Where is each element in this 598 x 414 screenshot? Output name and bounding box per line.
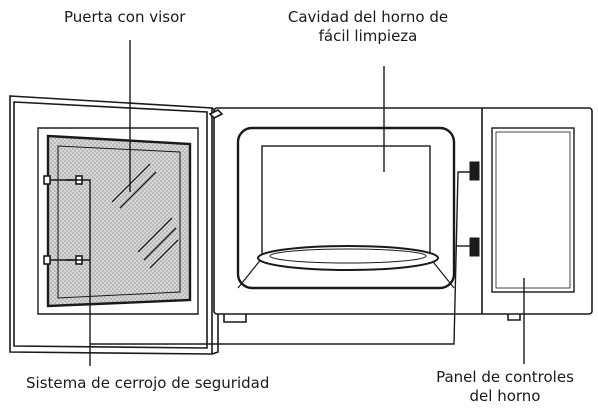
leader-lines	[66, 40, 525, 366]
door-viewing-window	[46, 134, 192, 308]
oven-body	[208, 107, 593, 323]
label-cavity-line2: fácil limpieza	[318, 27, 418, 45]
label-panel-line2: del horno	[469, 387, 541, 405]
turntable	[257, 245, 439, 271]
label-panel-line1: Panel de controles	[436, 368, 574, 386]
safety-lock-receptacles	[469, 161, 480, 257]
label-control-panel: Panel de controles del horno	[420, 368, 590, 406]
label-cavity: Cavidad del horno de fácil limpieza	[262, 8, 474, 46]
label-cavity-line1: Cavidad del horno de	[287, 8, 449, 26]
label-door: Puerta con visor	[64, 8, 186, 26]
leader-lock-door	[66, 179, 91, 366]
leader-lock-body	[90, 171, 472, 345]
label-safety-lock: Sistema de cerrojo de seguridad	[26, 374, 270, 392]
control-panel	[491, 127, 575, 293]
